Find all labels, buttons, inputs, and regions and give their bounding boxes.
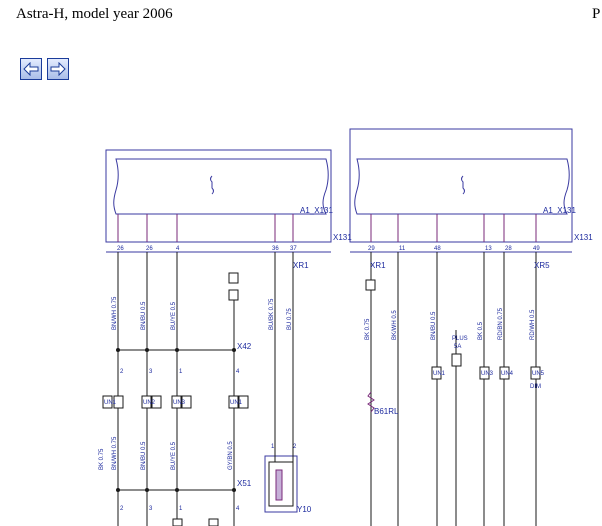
splice-label: UN2 bbox=[143, 400, 156, 406]
pin-number: 4 bbox=[236, 506, 240, 512]
component-label: UN3 bbox=[481, 371, 494, 377]
x42-label: X42 bbox=[237, 342, 252, 351]
pin-label: 11 bbox=[399, 246, 406, 252]
pin-label: 26 bbox=[146, 246, 153, 252]
splice-label: UN3 bbox=[173, 400, 186, 406]
wire-label: GY/BN 0.5 bbox=[228, 441, 234, 470]
wire-label: BN/BU 0.5 bbox=[141, 301, 147, 330]
b61rl-label: B61RL bbox=[374, 407, 399, 416]
forward-button[interactable] bbox=[47, 58, 69, 80]
wire-label: BU/BK 0.75 bbox=[269, 298, 275, 330]
right-unit-label: A1_X131 bbox=[543, 206, 576, 215]
pin-number: 2 bbox=[120, 369, 124, 375]
component-label: PLUS bbox=[452, 336, 468, 342]
pin-label: 28 bbox=[505, 246, 512, 252]
right-control-unit bbox=[349, 128, 573, 253]
xr1-right-label: XR1 bbox=[370, 261, 386, 270]
wire-label: BU/YE 0.5 bbox=[171, 301, 177, 330]
arrow-right-icon bbox=[50, 62, 66, 76]
right-unit-connector: X131 bbox=[574, 233, 593, 242]
left-control-unit bbox=[105, 149, 332, 253]
pin-number: 1 bbox=[179, 369, 183, 375]
left-unit-label: A1_X131 bbox=[300, 206, 333, 215]
wire-label: BN/BU 0.5 bbox=[141, 441, 147, 470]
pin-number: 4 bbox=[236, 369, 240, 375]
pin-label: 48 bbox=[434, 246, 441, 252]
y10-component bbox=[264, 440, 298, 513]
xr5-label: XR5 bbox=[534, 261, 550, 270]
pin-number: 1 bbox=[271, 444, 275, 450]
x51-label: X51 bbox=[237, 479, 252, 488]
wire-label: BN/BU 0.5 bbox=[431, 311, 437, 340]
pin-label: 13 bbox=[485, 246, 492, 252]
pin-label: 4 bbox=[176, 246, 180, 252]
pin-label: 36 bbox=[272, 246, 279, 252]
arrow-left-icon bbox=[23, 62, 39, 76]
b61rl-resistor bbox=[367, 391, 375, 413]
component-caption: 5A bbox=[454, 344, 461, 350]
component-label: UN5 bbox=[532, 371, 545, 377]
splice-label: UN1 bbox=[104, 400, 117, 406]
pin-label: 29 bbox=[368, 246, 375, 252]
wire-label: BN/WH 0.75 bbox=[112, 296, 118, 330]
wire-label: RD/WH 0.5 bbox=[530, 309, 536, 340]
component-label: UN4 bbox=[501, 371, 514, 377]
wire-label: BN/WH 0.75 bbox=[112, 436, 118, 470]
back-button[interactable] bbox=[20, 58, 42, 80]
splice-label: UN1 bbox=[230, 400, 243, 406]
wire-label: RD/BN 0.75 bbox=[498, 307, 504, 340]
component-caption: DIM bbox=[530, 384, 541, 390]
document-title: Astra-H, model year 2006 bbox=[16, 6, 173, 22]
wire-label: BK 0.5 bbox=[478, 321, 484, 340]
wire-label: BK 0.75 bbox=[99, 448, 105, 470]
page-marker: P bbox=[592, 6, 601, 22]
pin-number: 3 bbox=[149, 506, 153, 512]
component-label: UN1 bbox=[433, 371, 446, 377]
pin-number: 1 bbox=[179, 506, 183, 512]
left-unit-connector: X131 bbox=[333, 233, 352, 242]
wire-label: BK 0.75 bbox=[365, 318, 371, 340]
wire-label: BU/YE 0.5 bbox=[171, 441, 177, 470]
xr1-left-label: XR1 bbox=[293, 261, 309, 270]
pin-number: 3 bbox=[149, 369, 153, 375]
pin-label: 37 bbox=[290, 246, 297, 252]
pin-number: 2 bbox=[293, 444, 297, 450]
wire-label: BK/WH 0.5 bbox=[392, 310, 398, 340]
pin-number: 2 bbox=[120, 506, 124, 512]
pin-label: 49 bbox=[533, 246, 540, 252]
wire-label: BU 0.75 bbox=[287, 308, 293, 330]
pin-label: 26 bbox=[117, 246, 124, 252]
y10-label: Y10 bbox=[297, 505, 312, 514]
